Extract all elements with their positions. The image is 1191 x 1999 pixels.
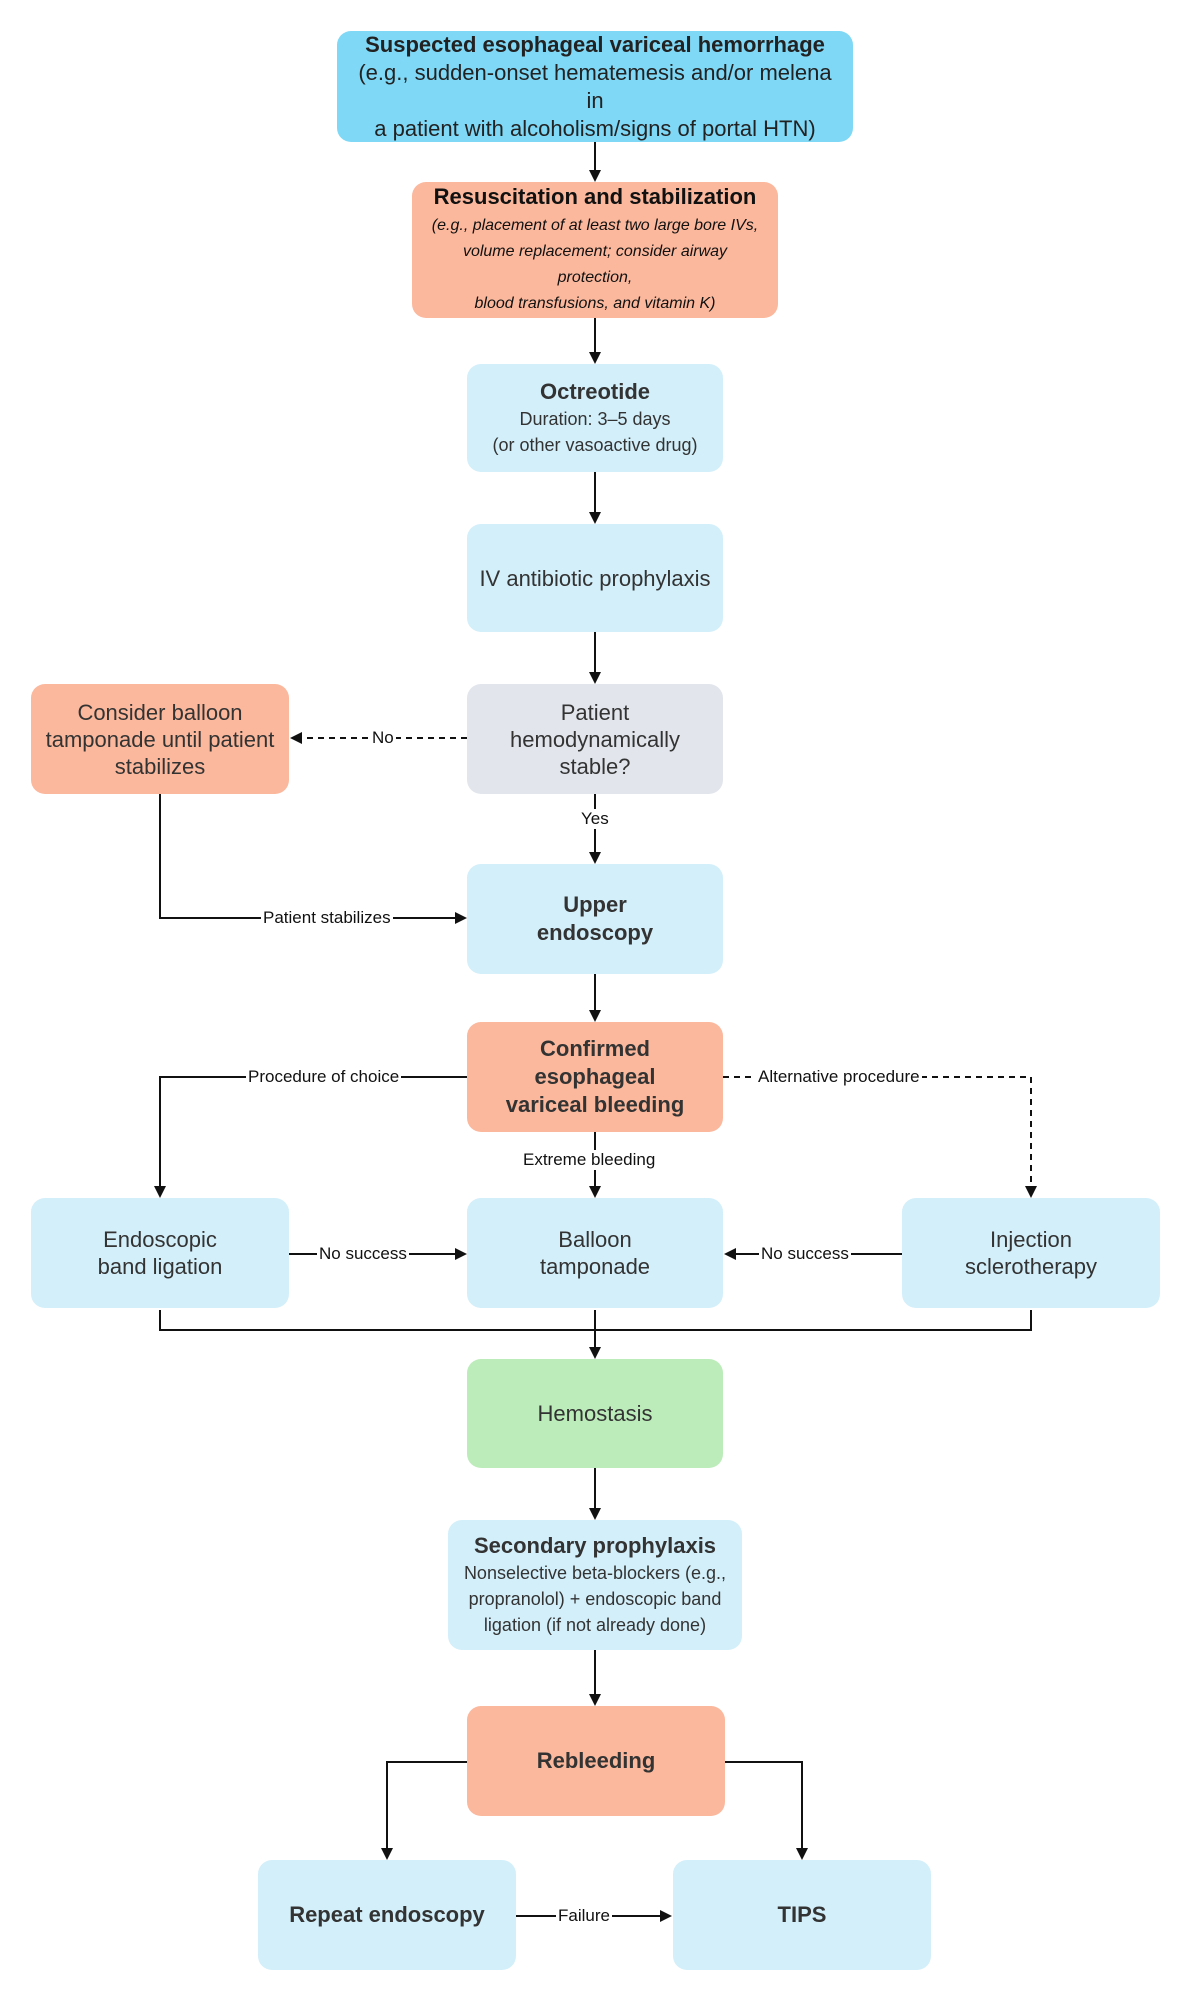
node-upper-endoscopy: Upper endoscopy (467, 864, 723, 974)
octreotide-title: Octreotide (539, 379, 651, 404)
edge-confirmed-band (154, 1076, 467, 1198)
edge-balloon-consider-upper (159, 794, 467, 924)
sclerotherapy-line-1: Injection (990, 1227, 1072, 1252)
node-confirmed: Confirmed esophageal variceal bleeding (467, 1022, 723, 1132)
node-repeat-endoscopy: Repeat endoscopy (258, 1860, 516, 1970)
edge-label-yes: Yes (579, 809, 611, 829)
stable-line-2: hemodynamically (510, 726, 680, 752)
band-ligation-line-1: Endoscopic (103, 1227, 217, 1252)
node-secondary-prophylaxis: Secondary prophylaxis Nonselective beta-… (448, 1520, 742, 1650)
resuscitation-line-2: volume replacement; consider airway prot… (462, 243, 728, 286)
suspected-title: Suspected esophageal variceal hemorrhage (365, 31, 825, 57)
edge-label-failure: Failure (556, 1906, 612, 1926)
antibiotic-text: IV antibiotic prophylaxis (479, 565, 711, 591)
node-rebleeding: Rebleeding (467, 1706, 725, 1816)
node-sclerotherapy: Injection sclerotherapy (902, 1198, 1160, 1308)
octreotide-line-2: (or other vasoactive drug) (492, 435, 698, 455)
confirmed-line-1: Confirmed esophageal (534, 1036, 656, 1089)
edge-label-no-success-right: No success (759, 1244, 851, 1264)
octreotide-line-1: Duration: 3–5 days (519, 409, 671, 429)
edge-label-procedure-of-choice: Procedure of choice (246, 1067, 402, 1087)
hemostasis-text: Hemostasis (537, 1401, 653, 1426)
upper-endoscopy-line-2: endoscopy (536, 920, 654, 945)
edge-label-no-success-left: No success (317, 1244, 409, 1264)
resuscitation-line-1: (e.g., placement of at least two large b… (431, 217, 759, 234)
balloon-tamponade-line-1: Balloon (558, 1227, 632, 1252)
balloon-consider-line-3: stabilizes (114, 753, 206, 779)
node-stable-question: Patient hemodynamically stable? (467, 684, 723, 794)
node-balloon-tamponade: Balloon tamponade (467, 1198, 723, 1308)
repeat-endoscopy-text: Repeat endoscopy (289, 1902, 485, 1927)
edge-confirmed-sclero (723, 1076, 1037, 1198)
edge-label-alternative-procedure: Alternative procedure (756, 1067, 922, 1087)
node-resuscitation: Resuscitation and stabilization (e.g., p… (412, 182, 778, 318)
edge-label-extreme-bleeding: Extreme bleeding (521, 1150, 658, 1170)
secondary-line-3: ligation (if not already done) (483, 1615, 707, 1635)
node-suspected: Suspected esophageal variceal hemorrhage… (337, 31, 853, 142)
band-ligation-line-2: band ligation (97, 1254, 223, 1279)
node-antibiotic: IV antibiotic prophylaxis (467, 524, 723, 632)
node-hemostasis: Hemostasis (467, 1359, 723, 1468)
node-octreotide: Octreotide Duration: 3–5 days (or other … (467, 364, 723, 472)
resuscitation-line-3: blood transfusions, and vitamin K) (474, 295, 716, 312)
tips-text: TIPS (777, 1902, 827, 1927)
resuscitation-title: Resuscitation and stabilization (433, 184, 757, 209)
upper-endoscopy-line-1: Upper (563, 892, 627, 917)
suspected-line-2: a patient with alcoholism/signs of porta… (374, 115, 816, 141)
node-tips: TIPS (673, 1860, 931, 1970)
stable-line-3: stable? (559, 753, 631, 779)
balloon-tamponade-line-2: tamponade (539, 1254, 651, 1279)
edge-rebleeding-tips (723, 1761, 808, 1860)
secondary-title: Secondary prophylaxis (473, 1533, 717, 1558)
confirmed-line-2: variceal bleeding (505, 1092, 685, 1117)
suspected-line-1: (e.g., sudden-onset hematemesis and/or m… (358, 59, 832, 113)
rebleeding-text: Rebleeding (536, 1748, 656, 1773)
sclerotherapy-line-2: sclerotherapy (964, 1254, 1098, 1279)
stable-line-1: Patient (560, 699, 630, 725)
edge-label-patient-stabilizes: Patient stabilizes (261, 908, 393, 928)
edge-label-no: No (370, 728, 396, 748)
balloon-consider-line-2: tamponade until patient (45, 726, 275, 752)
secondary-line-1: Nonselective beta-blockers (e.g., (463, 1563, 727, 1583)
secondary-line-2: propranolol) + endoscopic band (468, 1589, 722, 1609)
node-band-ligation: Endoscopic band ligation (31, 1198, 289, 1308)
edge-rebleeding-repeat (381, 1761, 467, 1860)
balloon-consider-line-1: Consider balloon (77, 699, 243, 725)
node-balloon-consider: Consider balloon tamponade until patient… (31, 684, 289, 794)
